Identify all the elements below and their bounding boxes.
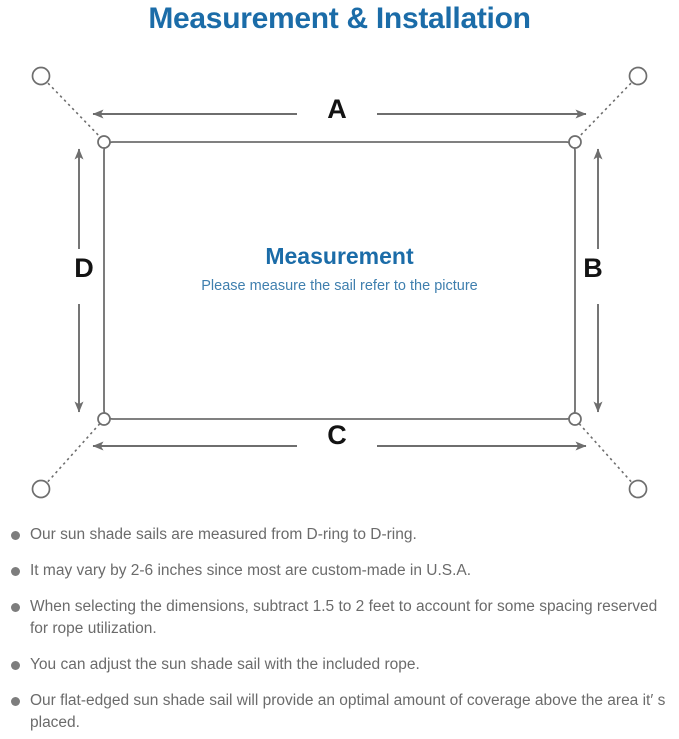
shade-sail-rectangle	[103, 141, 576, 420]
note-text: You can adjust the sun shade sail with t…	[30, 656, 420, 673]
anchor-point-top-left	[31, 66, 51, 86]
list-item: You can adjust the sun shade sail with t…	[0, 654, 679, 676]
bullet-icon	[11, 531, 20, 540]
note-text: Our flat-edged sun shade sail will provi…	[30, 692, 666, 731]
anchor-point-bottom-left	[31, 479, 51, 499]
notes-list: Our sun shade sails are measured from D-…	[0, 524, 679, 734]
bullet-icon	[11, 567, 20, 576]
bullet-icon	[11, 661, 20, 670]
page-title: Measurement & Installation	[148, 2, 531, 35]
dimension-arrows	[74, 109, 603, 451]
note-text: When selecting the dimensions, subtract …	[30, 598, 658, 637]
list-item: It may vary by 2-6 inches since most are…	[0, 560, 679, 582]
rope-line-bottom-left	[43, 418, 105, 487]
dimension-label-d: D	[74, 253, 94, 283]
dimension-label-c: C	[327, 420, 347, 450]
list-item: When selecting the dimensions, subtract …	[0, 596, 679, 640]
note-text: Our sun shade sails are measured from D-…	[30, 526, 417, 543]
d-ring-top-left	[97, 135, 111, 149]
list-item: Our sun shade sails are measured from D-…	[0, 524, 679, 546]
anchor-points	[31, 66, 648, 499]
list-item: Our flat-edged sun shade sail will provi…	[0, 690, 679, 734]
note-text: It may vary by 2-6 inches since most are…	[30, 562, 472, 579]
rope-line-top-right	[574, 78, 636, 142]
anchor-point-bottom-right	[628, 479, 648, 499]
anchor-point-top-right	[628, 66, 648, 86]
dimension-label-a: A	[327, 94, 347, 124]
d-ring-bottom-left	[97, 412, 111, 426]
d-ring-top-right	[568, 135, 582, 149]
diagram-center-subtitle: Please measure the sail refer to the pic…	[201, 278, 478, 294]
rope-line-bottom-right	[574, 418, 636, 487]
diagram-svg	[31, 66, 648, 499]
bullet-icon	[11, 697, 20, 706]
d-rings	[97, 135, 582, 426]
rope-lines	[43, 78, 636, 487]
rope-line-top-left	[43, 78, 105, 142]
diagram-center-title: Measurement	[265, 243, 414, 269]
dimension-label-b: B	[583, 253, 603, 283]
bullet-icon	[11, 603, 20, 612]
d-ring-bottom-right	[568, 412, 582, 426]
measurement-diagram: A B C D Measurement Please measure the s…	[0, 46, 679, 511]
